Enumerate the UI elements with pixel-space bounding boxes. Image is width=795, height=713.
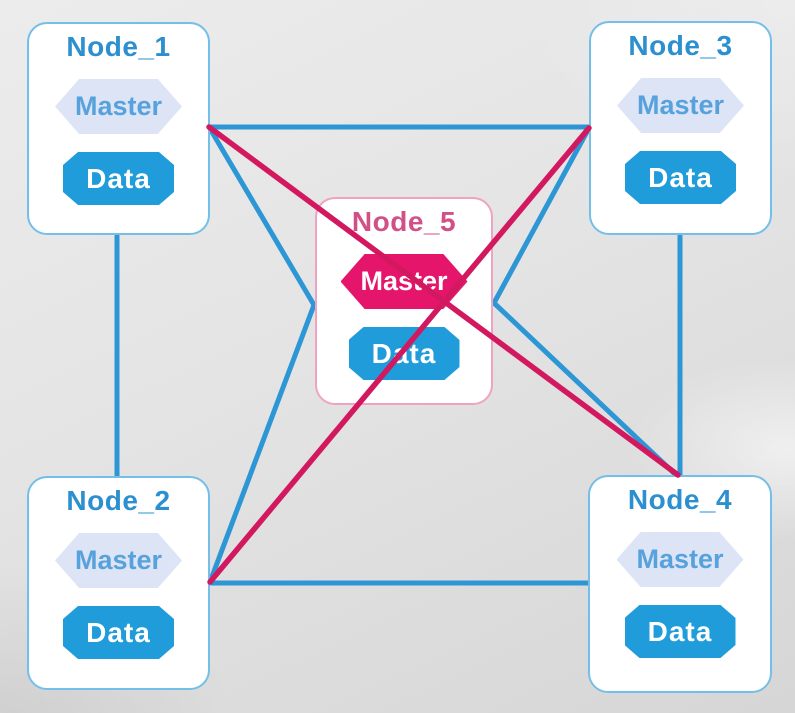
data-badge: Data [349, 327, 460, 380]
node-card-node5-active-master: Node_5 Master Data [315, 197, 493, 405]
node-title: Node_4 [627, 484, 733, 515]
data-badge: Data [63, 606, 174, 659]
node-title: Node_1 [66, 31, 171, 62]
edge-node4-node5 [491, 300, 679, 478]
master-badge: Master [55, 79, 182, 134]
node-card-node1: Node_1 Master Data [27, 22, 210, 235]
data-badge: Data [625, 151, 736, 204]
node-card-node4: Node_4 Master Data [588, 475, 772, 693]
master-badge: Master [617, 78, 744, 133]
node-title: Node_5 [351, 206, 457, 237]
master-badge-active: Master [340, 254, 468, 309]
master-badge: Master [616, 532, 744, 587]
edge-node2-node5 [207, 302, 317, 585]
data-badge: Data [63, 152, 174, 205]
node-title: Node_3 [628, 30, 733, 61]
master-badge: Master [55, 533, 182, 588]
node-card-node3: Node_3 Master Data [589, 21, 772, 235]
edge-node1-node5 [206, 124, 317, 308]
node-card-node2: Node_2 Master Data [27, 476, 210, 690]
node-title: Node_2 [66, 485, 171, 516]
data-badge: Data [625, 605, 736, 658]
edge-node3-node5 [491, 125, 592, 306]
